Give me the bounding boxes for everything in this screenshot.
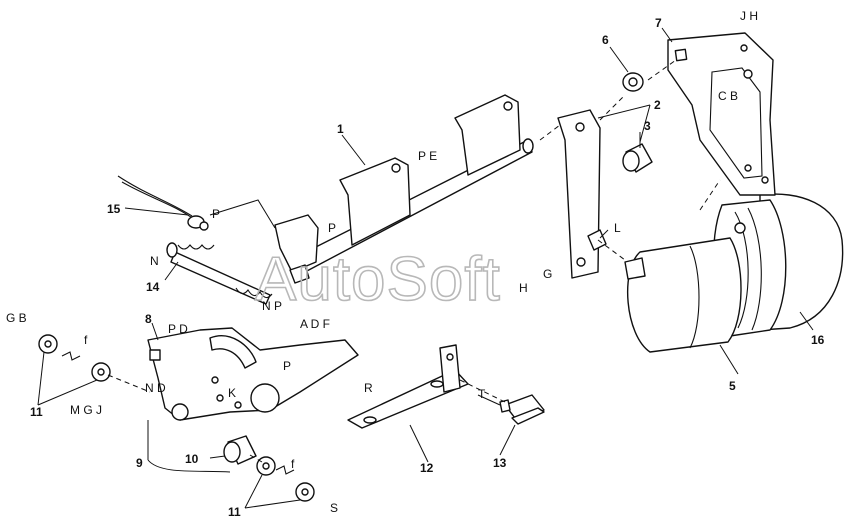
letter-p-mid: P	[328, 221, 336, 235]
letter-g: G	[543, 267, 552, 281]
callout-13: 13	[493, 456, 507, 470]
callout-7: 7	[655, 16, 662, 30]
watermark-text: AutoSoft	[255, 245, 501, 314]
part-7-mounting-plate	[667, 32, 776, 196]
letter-f-left: f	[84, 333, 88, 347]
letter-pd: P D	[168, 322, 188, 336]
callout-8: 8	[145, 312, 152, 326]
letter-r: R	[364, 381, 373, 395]
callout-1: 1	[337, 122, 344, 136]
part-13-switch	[499, 394, 545, 425]
callout-15: 15	[107, 202, 121, 216]
assembly-lines	[107, 59, 721, 463]
callout-numbers: 1 2 3 5 6 7 8 9 10 11 11 12 13 14 15 16	[30, 16, 825, 519]
callout-9: 9	[136, 456, 143, 470]
reference-letters: J H C B P E P P N N P L G H G B f M G J …	[6, 9, 758, 515]
letter-f-bottom: f	[291, 457, 295, 471]
part-14-spring-rod	[166, 242, 273, 305]
part-5-shaft	[624, 237, 742, 353]
callout-11-bottom: 11	[228, 505, 241, 519]
letter-s: S	[330, 501, 338, 515]
callout-5: 5	[729, 379, 736, 393]
letter-cb: C B	[718, 89, 738, 103]
letter-p-lever: P	[283, 359, 291, 373]
part-2-bracket-plate	[557, 109, 607, 279]
letter-nd: N D	[145, 381, 166, 395]
part-10-roller	[223, 435, 257, 465]
letter-adf: A D F	[300, 317, 330, 331]
letter-l: L	[614, 221, 621, 235]
callout-2: 2	[654, 98, 661, 112]
letter-jh: J H	[740, 9, 758, 23]
callout-11-left: 11	[30, 405, 43, 419]
part-12-switch-bracket	[347, 344, 469, 429]
leader-lines	[37, 27, 814, 509]
letter-k: K	[228, 386, 236, 400]
letter-pe: P E	[418, 149, 437, 163]
part-6-grommet	[622, 72, 644, 92]
part-15-cable	[117, 175, 209, 231]
callout-16: 16	[811, 333, 825, 347]
letter-mgj: M G J	[70, 403, 102, 417]
letter-gb: G B	[6, 311, 27, 325]
part-8-lever-arm	[147, 327, 359, 421]
part-1-frame-bar	[274, 94, 534, 284]
callout-14: 14	[146, 280, 160, 294]
callout-3: 3	[644, 119, 651, 133]
part-3-bushing	[622, 143, 653, 173]
letter-np: N P	[262, 299, 282, 313]
callout-10: 10	[185, 452, 199, 466]
letter-t: T	[478, 387, 486, 401]
callout-6: 6	[602, 33, 609, 47]
letter-h: H	[519, 281, 528, 295]
letter-n-spring: N	[150, 254, 159, 268]
callout-12: 12	[420, 461, 434, 475]
letter-p-cable: P	[212, 207, 220, 221]
